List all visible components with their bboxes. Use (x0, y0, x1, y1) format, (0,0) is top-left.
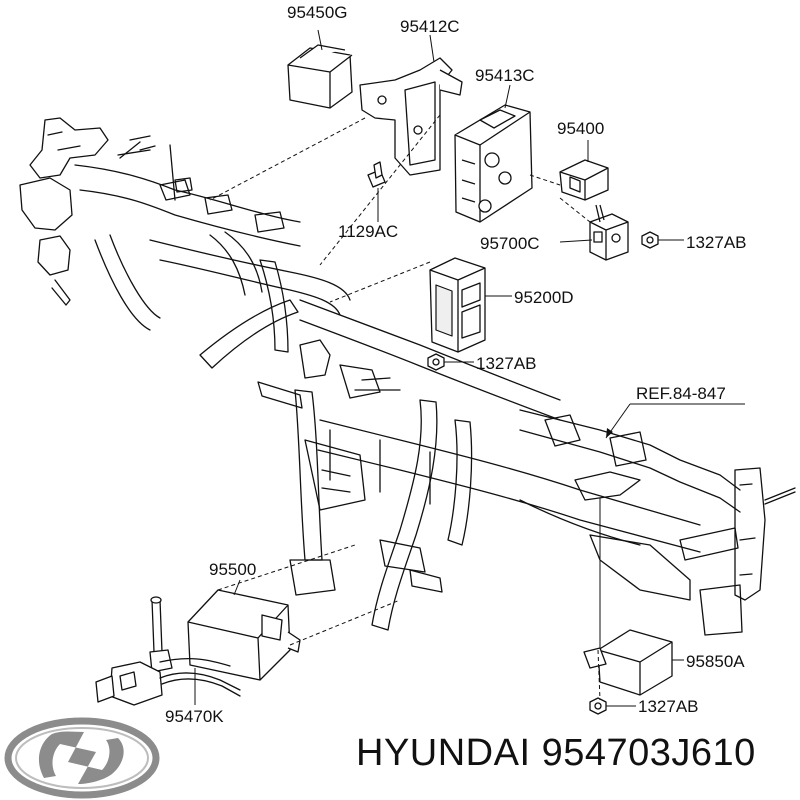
label-ref: REF.84-847 (636, 384, 726, 403)
caption-brand: HYUNDAI (356, 732, 531, 774)
part-1327AB-top (641, 231, 684, 249)
part-1327AB-middle (427, 353, 474, 371)
part-1129AC (367, 161, 386, 222)
label-95413C: 95413C (475, 66, 535, 85)
part-labels: 95450G 95412C 95413C 95400 1129AC 95700C… (165, 3, 747, 726)
label-95412C: 95412C (400, 17, 460, 36)
part-95412C (359, 34, 463, 176)
part-95400 (559, 140, 609, 201)
caption: HYUNDAI 954703J610 (356, 732, 756, 775)
label-95450G: 95450G (287, 3, 348, 22)
part-95413C (454, 84, 533, 223)
label-95500: 95500 (209, 560, 256, 579)
part-95500 (187, 579, 301, 681)
part-95470K (95, 596, 241, 706)
hyundai-logo-icon (4, 717, 160, 799)
label-1327AB-top: 1327AB (686, 233, 747, 252)
assembly-lines (209, 114, 601, 701)
label-1129AC: 1129AC (338, 222, 398, 241)
crossmember-frame (19, 117, 796, 636)
part-95700C (559, 204, 629, 261)
label-95700C: 95700C (480, 234, 540, 253)
ref-leader (605, 403, 745, 439)
part-95450G (287, 29, 353, 109)
label-95400: 95400 (557, 119, 604, 138)
caption-part-number: 954703J610 (541, 732, 756, 774)
part-95850A (583, 498, 684, 696)
part-1327AB-bottom (589, 697, 636, 715)
label-1327AB-middle: 1327AB (476, 354, 537, 373)
part-95200D (429, 257, 512, 353)
label-1327AB-bottom: 1327AB (638, 697, 699, 716)
label-95850A: 95850A (686, 652, 745, 671)
label-95200D: 95200D (514, 288, 574, 307)
label-95470K: 95470K (165, 707, 224, 726)
